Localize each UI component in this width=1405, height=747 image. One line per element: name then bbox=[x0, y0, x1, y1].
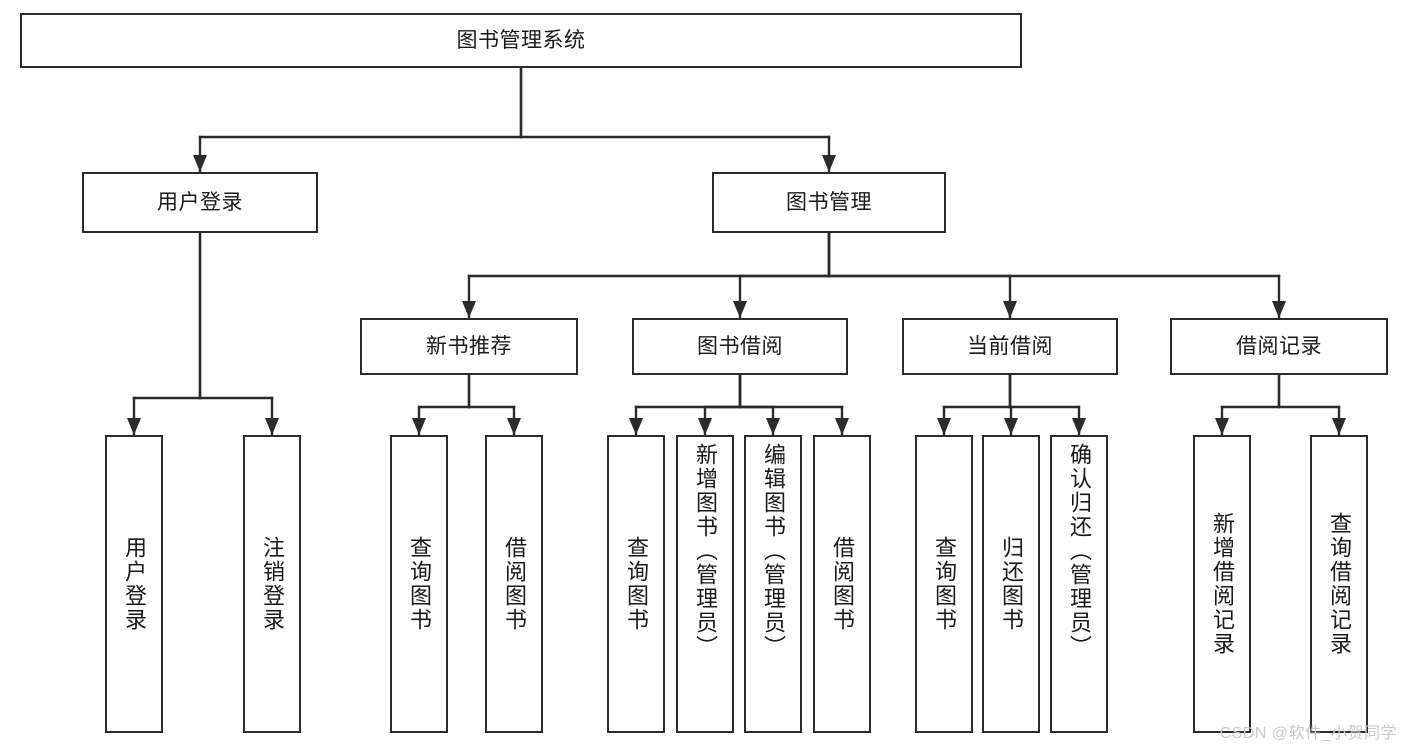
node-user-login[interactable]: 用户登录 bbox=[82, 172, 318, 233]
node-leaf-add-record[interactable]: 新增借阅记录 bbox=[1193, 435, 1251, 733]
node-borrow-record-label: 借阅记录 bbox=[1236, 334, 1322, 358]
node-leaf-query-record[interactable]: 查询借阅记录 bbox=[1310, 435, 1368, 733]
node-book-manage[interactable]: 图书管理 bbox=[712, 172, 946, 233]
node-leaf-query-book-1-label: 查询图书 bbox=[407, 536, 432, 632]
node-leaf-borrow-book-1-label: 借阅图书 bbox=[502, 536, 527, 632]
node-new-book-recommend-label: 新书推荐 bbox=[426, 334, 512, 358]
node-leaf-confirm-return-label: 确认归还（管理员） bbox=[1067, 443, 1092, 659]
node-book-borrow-label: 图书借阅 bbox=[697, 334, 783, 358]
node-leaf-logout[interactable]: 注销登录 bbox=[243, 435, 301, 733]
node-leaf-user-login-label: 用户登录 bbox=[122, 536, 147, 632]
node-user-login-label: 用户登录 bbox=[157, 190, 243, 214]
csdn-watermark: CSDN @软件_小贺同学 bbox=[1219, 725, 1397, 742]
node-book-borrow[interactable]: 图书借阅 bbox=[632, 318, 848, 375]
node-leaf-edit-book-label: 编辑图书（管理员） bbox=[761, 443, 786, 659]
node-leaf-query-book-3-label: 查询图书 bbox=[932, 536, 957, 632]
node-leaf-query-book-1[interactable]: 查询图书 bbox=[390, 435, 448, 733]
node-leaf-borrow-book-2-label: 借阅图书 bbox=[830, 536, 855, 632]
node-leaf-user-login[interactable]: 用户登录 bbox=[105, 435, 163, 733]
node-leaf-borrow-book-2[interactable]: 借阅图书 bbox=[813, 435, 871, 733]
node-leaf-return-book[interactable]: 归还图书 bbox=[982, 435, 1040, 733]
node-book-manage-label: 图书管理 bbox=[786, 190, 872, 214]
node-leaf-borrow-book-1[interactable]: 借阅图书 bbox=[485, 435, 543, 733]
node-current-borrow[interactable]: 当前借阅 bbox=[902, 318, 1118, 375]
node-leaf-add-book-label: 新增图书（管理员） bbox=[693, 443, 718, 659]
node-new-book-recommend[interactable]: 新书推荐 bbox=[360, 318, 578, 375]
node-leaf-return-book-label: 归还图书 bbox=[999, 536, 1024, 632]
node-leaf-query-book-2[interactable]: 查询图书 bbox=[607, 435, 665, 733]
node-leaf-query-book-2-label: 查询图书 bbox=[624, 536, 649, 632]
node-leaf-logout-label: 注销登录 bbox=[260, 536, 285, 632]
node-current-borrow-label: 当前借阅 bbox=[967, 334, 1053, 358]
node-leaf-edit-book[interactable]: 编辑图书（管理员） bbox=[744, 435, 802, 733]
node-leaf-query-book-3[interactable]: 查询图书 bbox=[915, 435, 973, 733]
node-borrow-record[interactable]: 借阅记录 bbox=[1170, 318, 1388, 375]
node-leaf-confirm-return[interactable]: 确认归还（管理员） bbox=[1050, 435, 1108, 733]
node-leaf-query-record-label: 查询借阅记录 bbox=[1327, 512, 1352, 656]
node-leaf-add-book[interactable]: 新增图书（管理员） bbox=[676, 435, 734, 733]
node-root-label: 图书管理系统 bbox=[456, 28, 586, 52]
node-root[interactable]: 图书管理系统 bbox=[20, 13, 1022, 68]
node-leaf-add-record-label: 新增借阅记录 bbox=[1210, 512, 1235, 656]
